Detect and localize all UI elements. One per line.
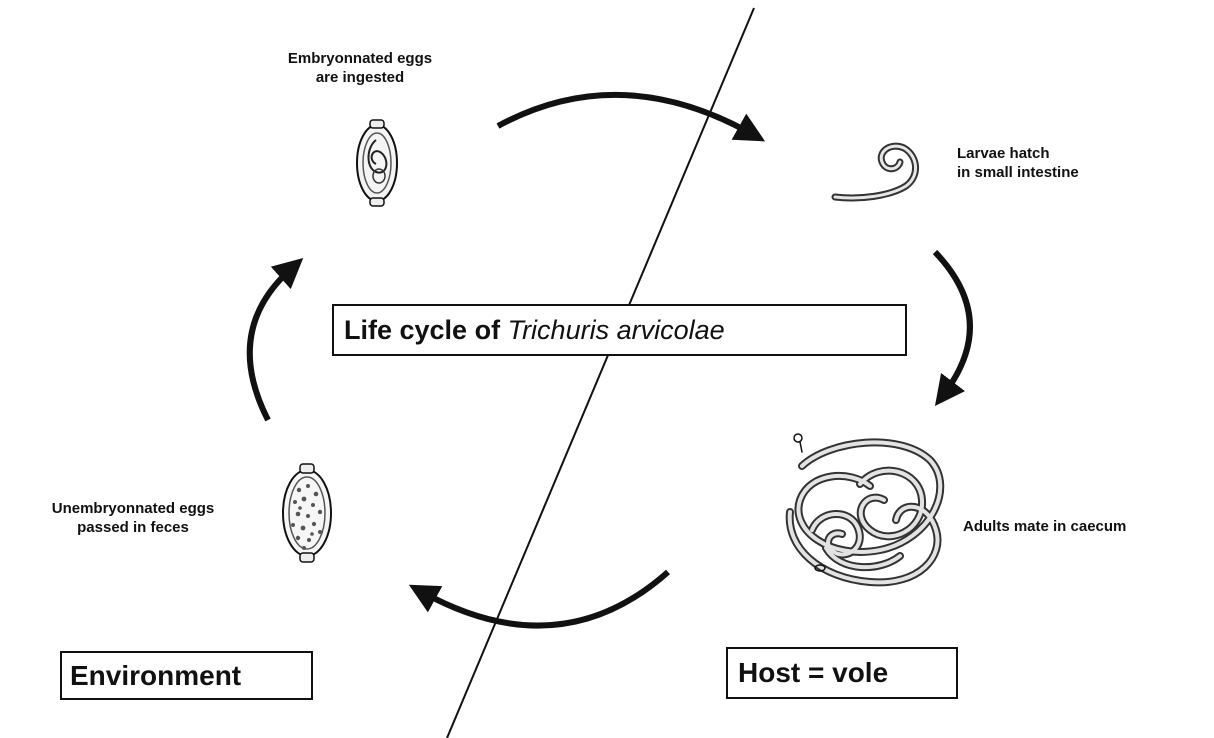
unembryonated-egg-icon (283, 464, 331, 562)
arrow-embryonation (250, 268, 292, 420)
adult-worms-icon (790, 434, 941, 582)
label-unembryonated-eggs: Unembryonnated eggs passed in feces (2, 499, 264, 537)
larva-icon (835, 146, 916, 198)
label-adults: Adults mate in caecum (963, 517, 1126, 536)
label-embryonated-line2: are ingested (236, 68, 484, 87)
label-larvae: Larvae hatch in small intestine (957, 144, 1079, 182)
label-unembryonated-line1: Unembryonnated eggs (2, 499, 264, 518)
label-larvae-line2: in small intestine (957, 163, 1079, 182)
arrow-ingestion (498, 95, 752, 134)
host-label: Host = vole (726, 647, 958, 699)
embryonated-egg-icon (357, 120, 397, 206)
label-embryonated-line1: Embryonnated eggs (236, 49, 484, 68)
arrow-excretion (422, 572, 668, 626)
divider-line (447, 8, 754, 738)
environment-label: Environment (60, 651, 313, 700)
title-species: Trichuris arvicolae (508, 315, 725, 345)
label-larvae-line1: Larvae hatch (957, 144, 1079, 163)
title-prefix: Life cycle of (344, 315, 500, 345)
label-adults-line1: Adults mate in caecum (963, 517, 1126, 536)
arrow-hatch-to-adult (935, 252, 970, 394)
diagram-title: Life cycle of Trichuris arvicolae (332, 304, 907, 356)
label-unembryonated-line2: passed in feces (2, 518, 264, 537)
label-embryonated-eggs: Embryonnated eggs are ingested (236, 49, 484, 87)
